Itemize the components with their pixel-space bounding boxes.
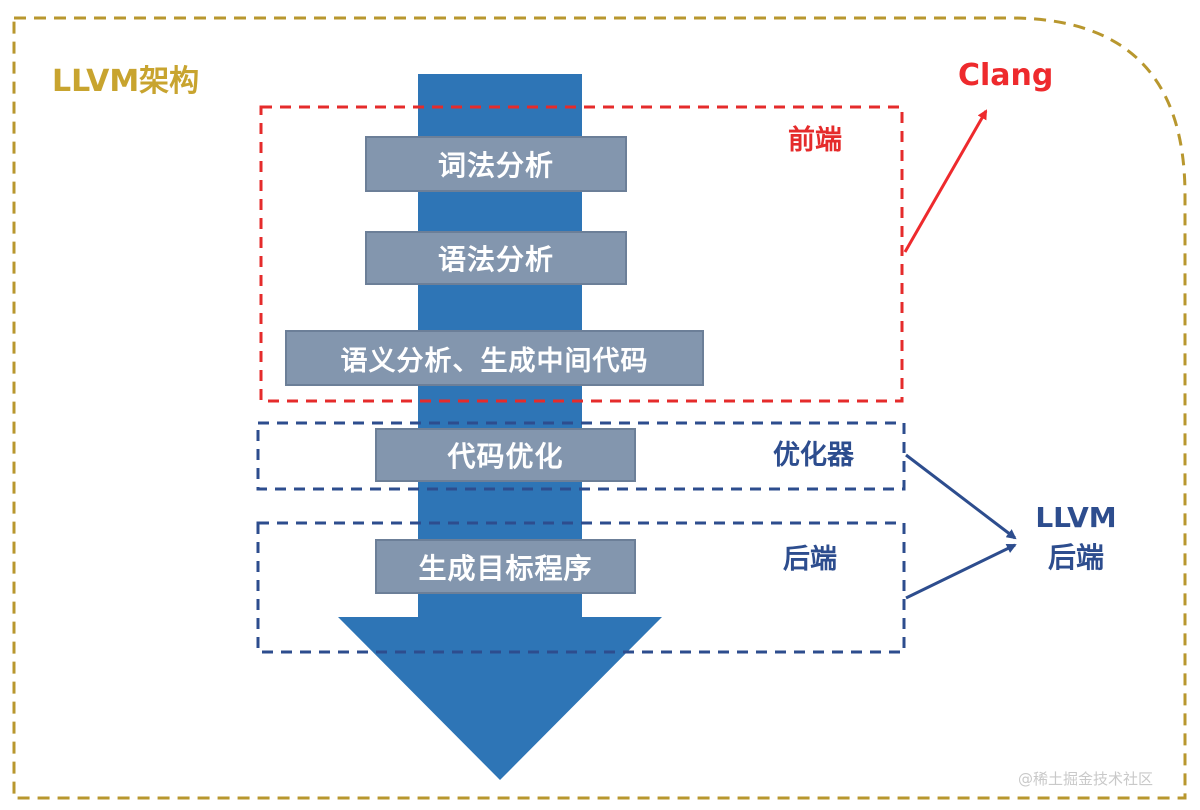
optimizer-to-llvm-arrow <box>905 453 1017 540</box>
llvm-backend-label: LLVM 后端 <box>1030 498 1122 578</box>
step-target-code-generation: 生成目标程序 <box>375 539 636 594</box>
step-semantic-analysis-ir: 语义分析、生成中间代码 <box>285 330 704 386</box>
backend-box <box>256 521 906 654</box>
frontend-label: 前端 <box>788 125 842 156</box>
backend-label: 后端 <box>783 544 837 575</box>
backend-to-llvm-arrow <box>905 543 1017 600</box>
clang-arrow <box>903 109 988 253</box>
frontend-box <box>259 105 904 403</box>
optimizer-label: 优化器 <box>773 440 854 471</box>
step-lexical-analysis: 词法分析 <box>365 136 627 192</box>
optimizer-box <box>256 421 906 491</box>
watermark: @稀土掘金技术社区 <box>1018 770 1154 788</box>
outer-boundary <box>12 16 1187 800</box>
llvm-backend-line2: 后端 <box>1047 541 1104 574</box>
step-syntax-analysis: 语法分析 <box>365 231 627 285</box>
llvm-backend-line1: LLVM <box>1035 501 1117 534</box>
diagram-title: LLVM架构 <box>52 64 200 99</box>
clang-label: Clang <box>958 58 1054 93</box>
step-code-optimization: 代码优化 <box>375 428 636 482</box>
